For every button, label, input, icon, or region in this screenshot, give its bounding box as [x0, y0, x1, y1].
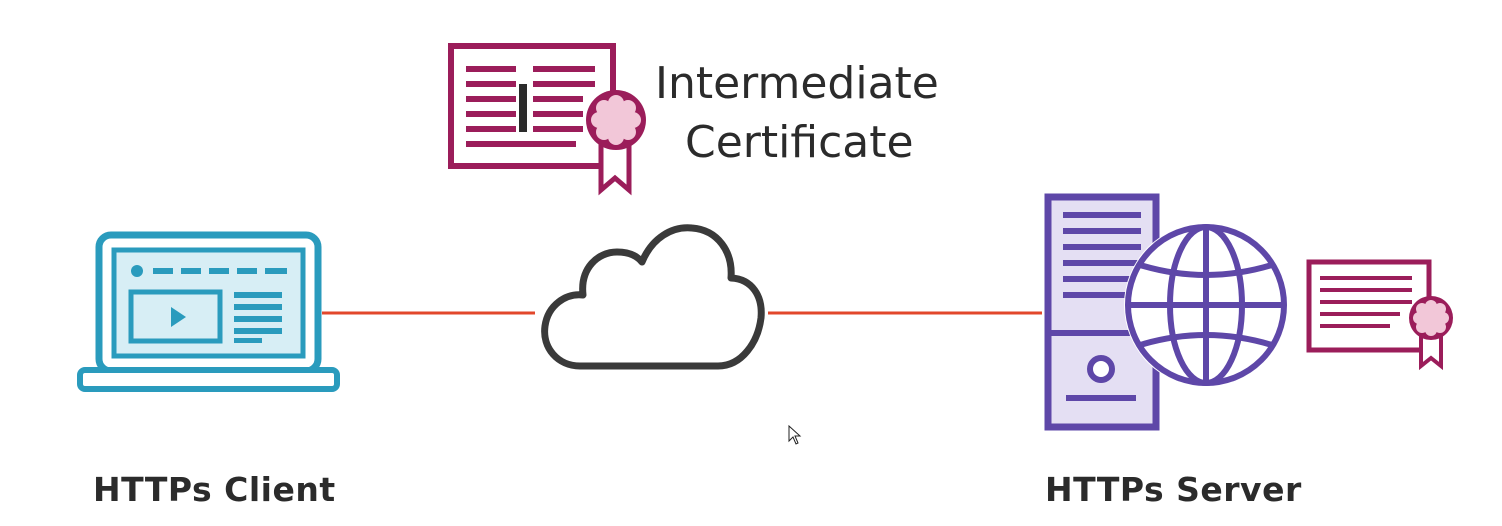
certificate-title-line1: Intermediate [655, 58, 939, 109]
server-globe-icon [1044, 193, 1288, 431]
mouse-pointer-icon [788, 424, 802, 445]
laptop-icon [77, 231, 340, 392]
client-label: HTTPs Client [93, 470, 336, 509]
certificate-title-line2: Certificate [685, 117, 914, 168]
cloud-icon [541, 224, 765, 370]
intermediate-certificate-icon [448, 43, 646, 196]
server-label: HTTPs Server [1045, 470, 1302, 509]
certificate-icon [1306, 259, 1453, 371]
